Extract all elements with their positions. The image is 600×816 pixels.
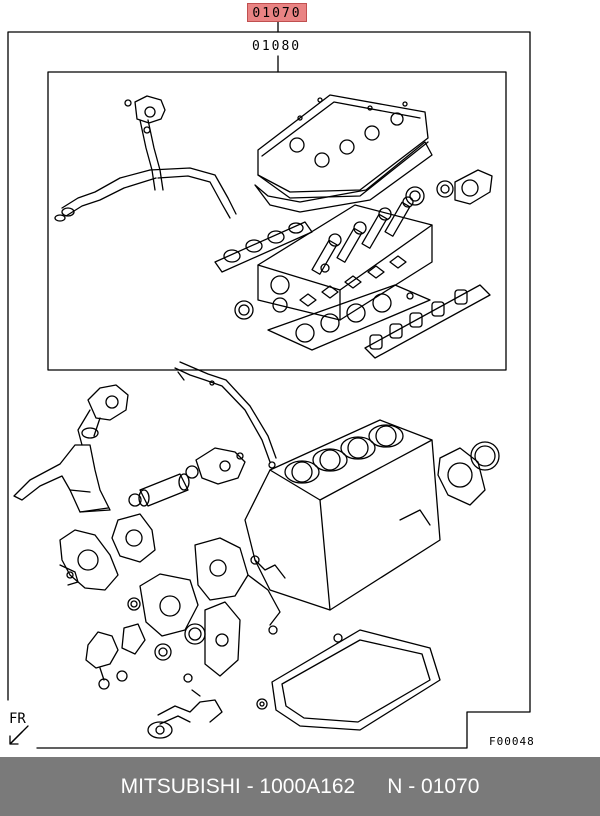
bypass-hose (128, 447, 246, 507)
cam-seal (234, 300, 254, 320)
water-pump (59, 513, 156, 591)
rocker-cover (257, 94, 429, 199)
cylinder-head (257, 196, 433, 321)
oil-pump-cover (121, 573, 206, 661)
intake-gasket (214, 221, 313, 273)
cam-seal (436, 180, 454, 198)
oil-filter-bracket (85, 631, 128, 690)
callout-main-part-number: 01070 (247, 3, 307, 22)
rocker-cover-gasket (254, 141, 433, 213)
dipstick-tube (174, 361, 277, 469)
footer-bar: MITSUBISHI - 1000A162 N - 01070 (0, 757, 600, 816)
oil-pan (271, 629, 441, 731)
exhaust-gasket (364, 284, 491, 359)
water-inlet-fitting (77, 384, 129, 446)
front-direction-label: FR (9, 711, 26, 727)
rear-seal-retainer (437, 447, 486, 506)
inner-frame (47, 71, 507, 371)
oil-strainer (147, 673, 223, 739)
cylinder-block (244, 419, 441, 611)
head-gasket (267, 284, 431, 351)
footer-callout-reference: N - 01070 (387, 774, 480, 798)
footer-part-reference: MITSUBISHI - 1000A162 (120, 774, 356, 798)
coolant-pipe-assembly (54, 95, 237, 222)
callout-sub-part-number: 01080 (252, 39, 302, 54)
gasket-kit-diagram (7, 21, 531, 749)
front-direction-arrow (9, 725, 29, 745)
front-case (194, 537, 281, 677)
outer-frame (7, 31, 531, 749)
water-pipe (13, 444, 111, 513)
cam-seal (405, 186, 425, 206)
drain-plug-gasket (256, 698, 268, 710)
thermostat-gasket (454, 169, 493, 205)
figure-code: F00048 (489, 735, 535, 748)
